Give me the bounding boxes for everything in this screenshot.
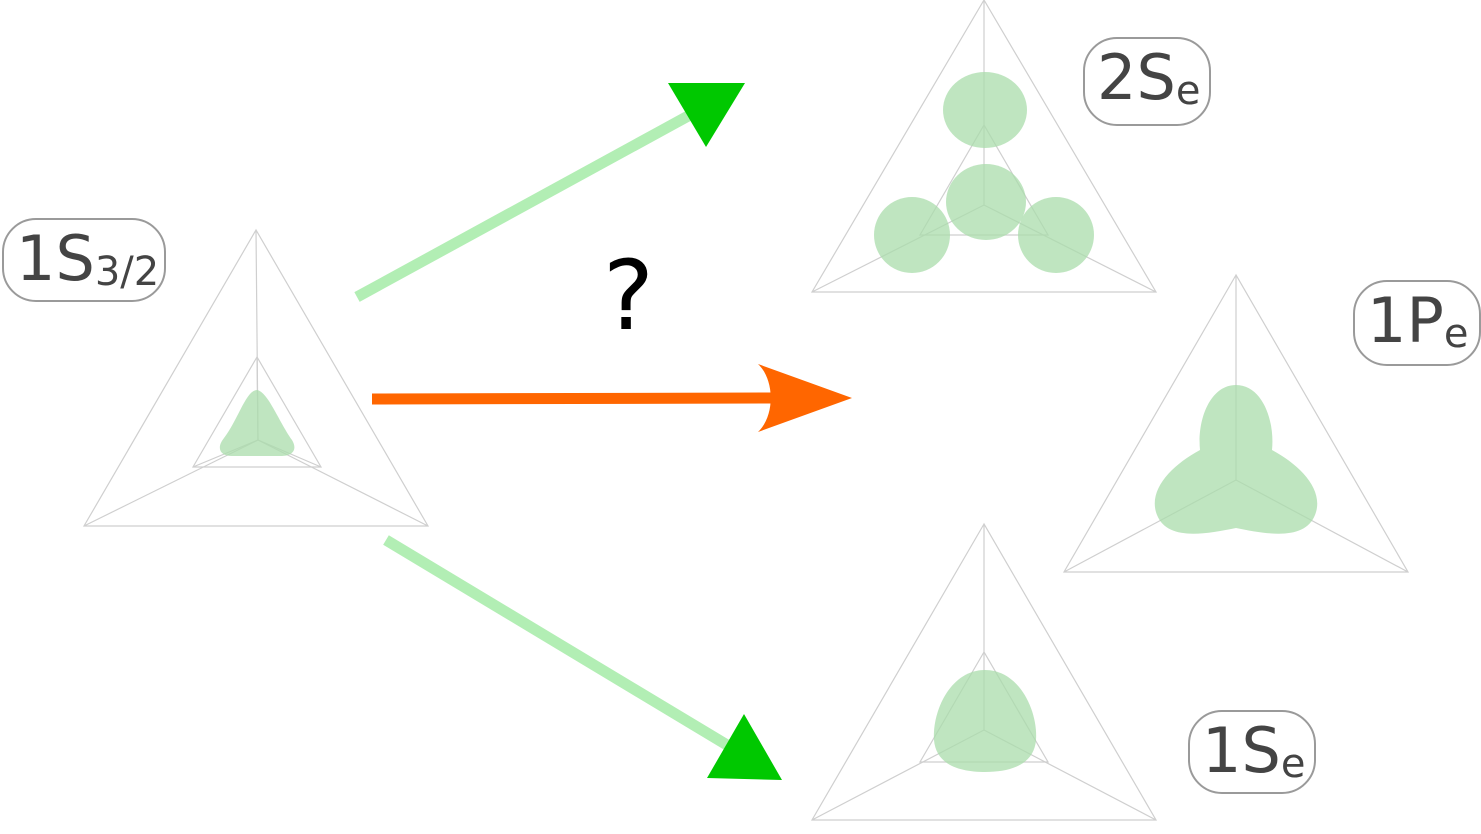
orbital-1s32	[219, 390, 295, 456]
label-sub: e	[1443, 311, 1469, 357]
arrow-to-1pe	[371, 364, 852, 432]
label-sub: e	[1175, 68, 1201, 114]
label-main: 2S	[1097, 41, 1176, 114]
question-mark: ?	[603, 240, 654, 352]
tetrahedron-1se	[810, 522, 1158, 821]
tetrahedron-1s32	[82, 228, 430, 527]
label-sub: e	[1280, 741, 1306, 787]
tetrahedron-2se	[810, 0, 1158, 293]
label-main: 1P	[1367, 284, 1444, 357]
tetrahedron-1pe	[1062, 273, 1410, 573]
label-main: 1S	[1202, 714, 1281, 787]
label-sub: 3/2	[94, 249, 160, 295]
label-main: 1S	[16, 222, 95, 295]
arrow-to-1se	[383, 535, 782, 780]
arrow-to-2se	[354, 83, 745, 302]
